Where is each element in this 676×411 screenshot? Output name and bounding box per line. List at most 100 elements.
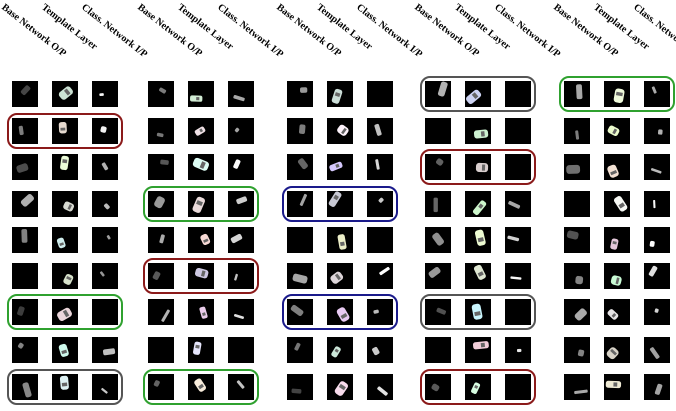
thumbnail-cell (505, 263, 531, 289)
thumbnail-cell (188, 263, 214, 289)
thumbnail-cell (52, 81, 78, 107)
thumbnail-cell (287, 154, 313, 180)
thumbnail-cell (92, 81, 118, 107)
thumbnail-cell (604, 299, 630, 325)
thumbnail-cell (188, 337, 214, 363)
thumbnail-cell (188, 154, 214, 180)
highlight-box-red (420, 149, 536, 185)
column-header: Class. Network I/P (631, 2, 676, 60)
thumbnail-cell (465, 191, 491, 217)
thumbnail-cell (425, 191, 451, 217)
thumbnail-cell (92, 191, 118, 217)
thumbnail-cell (52, 263, 78, 289)
thumbnail-cell (644, 227, 670, 253)
thumbnail-cell (644, 337, 670, 363)
highlight-box-red (420, 369, 536, 405)
thumbnail-cell (465, 337, 491, 363)
thumbnail-cell (505, 227, 531, 253)
thumbnail-cell (52, 227, 78, 253)
thumbnail-cell (327, 118, 353, 144)
thumbnail-cell (367, 337, 393, 363)
thumbnail-cell (644, 263, 670, 289)
thumbnail-cell (148, 154, 174, 180)
thumbnail-cell (52, 337, 78, 363)
thumbnail-cell (604, 81, 630, 107)
highlight-box-gray (420, 76, 536, 112)
thumbnail-cell (327, 299, 353, 325)
highlight-box-red (7, 113, 123, 149)
thumbnail-cell (604, 118, 630, 144)
highlight-box-gray (420, 294, 536, 330)
thumbnail-cell (228, 81, 254, 107)
highlight-box-gray (7, 369, 123, 405)
thumbnail-cell (12, 337, 38, 363)
thumbnail-cell (52, 374, 78, 400)
thumbnail-cell (287, 337, 313, 363)
thumbnail-cell (367, 227, 393, 253)
thumbnail-cell (564, 191, 590, 217)
thumbnail-cell (52, 118, 78, 144)
thumbnail-cell (148, 81, 174, 107)
thumbnail-cell (12, 191, 38, 217)
thumbnail-cell (604, 337, 630, 363)
thumbnail-cell (52, 191, 78, 217)
thumbnail-cell (505, 118, 531, 144)
thumbnail-cell (92, 263, 118, 289)
thumbnail-cell (604, 154, 630, 180)
thumbnail-cell (425, 337, 451, 363)
thumbnail-cell (465, 374, 491, 400)
thumbnail-cell (148, 299, 174, 325)
thumbnail-cell (188, 299, 214, 325)
thumbnail-cell (228, 299, 254, 325)
thumbnail-cell (327, 191, 353, 217)
thumbnail-cell (92, 227, 118, 253)
thumbnail-cell (148, 337, 174, 363)
thumbnail-cell (564, 118, 590, 144)
thumbnail-cell (644, 191, 670, 217)
thumbnail-cell (505, 337, 531, 363)
thumbnail-cell (465, 227, 491, 253)
thumbnail-cell (465, 154, 491, 180)
highlight-box-green (143, 186, 259, 222)
thumbnail-cell (564, 263, 590, 289)
thumbnail-cell (644, 299, 670, 325)
thumbnail-cell (367, 154, 393, 180)
thumbnail-cell (465, 299, 491, 325)
thumbnail-cell (367, 118, 393, 144)
highlight-box-red (143, 258, 259, 294)
thumbnail-cell (327, 374, 353, 400)
thumbnail-cell (287, 118, 313, 144)
thumbnail-cell (425, 118, 451, 144)
thumbnail-cell (228, 118, 254, 144)
thumbnail-cell (287, 263, 313, 289)
thumbnail-cell (92, 154, 118, 180)
thumbnail-cell (52, 154, 78, 180)
thumbnail-cell (327, 263, 353, 289)
thumbnail-cell (287, 81, 313, 107)
thumbnail-cell (564, 374, 590, 400)
thumbnail-cell (564, 299, 590, 325)
thumbnail-cell (367, 81, 393, 107)
thumbnail-cell (465, 263, 491, 289)
thumbnail-cell (92, 337, 118, 363)
thumbnail-cell (52, 299, 78, 325)
highlight-box-blue (282, 186, 398, 222)
thumbnail-cell (604, 191, 630, 217)
thumbnail-cell (12, 227, 38, 253)
thumbnail-cell (327, 154, 353, 180)
thumbnail-cell (188, 191, 214, 217)
thumbnail-cell (564, 154, 590, 180)
thumbnail-cell (604, 227, 630, 253)
thumbnail-cell (148, 227, 174, 253)
highlight-box-green (7, 294, 123, 330)
highlight-box-green (143, 369, 259, 405)
thumbnail-cell (228, 337, 254, 363)
thumbnail-cell (644, 374, 670, 400)
thumbnail-cell (564, 337, 590, 363)
highlight-box-green (559, 76, 675, 112)
thumbnail-cell (228, 227, 254, 253)
thumbnail-cell (188, 227, 214, 253)
thumbnail-cell (12, 154, 38, 180)
thumbnail-cell (12, 263, 38, 289)
